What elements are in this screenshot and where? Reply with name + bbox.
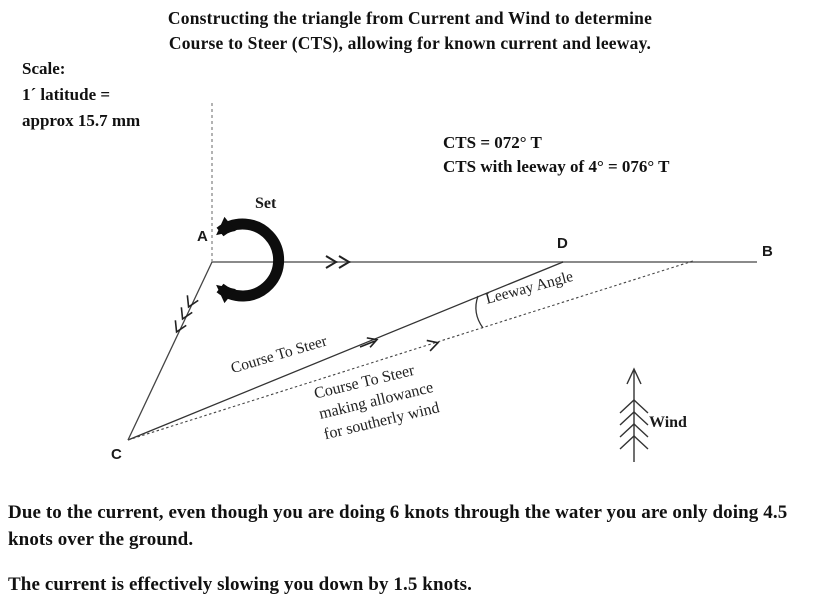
leeway-course-arrow-icon (426, 339, 440, 352)
scale-note-line1: Scale: (22, 59, 66, 78)
course-to-steer-line (127, 261, 564, 441)
cts-value-line1: CTS = 072° T (443, 133, 542, 152)
note-paragraph-current: Due to the current, even though you are … (8, 502, 788, 550)
wind-label: Wind (649, 414, 687, 431)
leeway-angle-arc (475, 295, 484, 329)
set-rotation-arrow-icon (216, 216, 285, 304)
cts-values: CTS = 072° T CTS with leeway of 4° = 076… (443, 131, 670, 179)
point-label-c: C (111, 446, 122, 463)
point-label-d: D (557, 235, 568, 252)
current-vector-line (127, 261, 213, 441)
current-vector-triple-arrow-icon (174, 295, 199, 334)
point-label-b: B (762, 243, 773, 260)
scale-note-line3: approx 15.7 mm (22, 111, 141, 130)
scale-note-line2: 1´ latitude = (22, 85, 111, 104)
course-to-steer-arrow-icon (359, 337, 379, 348)
cts-value-line2: CTS with leeway of 4° = 076° T (443, 157, 670, 176)
diagram-title: Constructing the triangle from Current a… (0, 6, 820, 56)
scale-note: Scale: 1´ latitude = approx 15.7 mm (22, 56, 140, 134)
point-label-a: A (197, 228, 208, 245)
wind-arrow-icon (619, 367, 649, 462)
diagram-title-line1: Constructing the triangle from Current a… (167, 8, 653, 28)
leeway-course-dashed-line (127, 260, 694, 441)
diagram-title-line2: Course to Steer (CTS), allowing for know… (168, 33, 652, 53)
set-label: Set (255, 195, 277, 212)
note-paragraph-slowing: The current is effectively slowing you d… (8, 574, 473, 595)
ground-track-double-arrow-icon (325, 255, 351, 269)
